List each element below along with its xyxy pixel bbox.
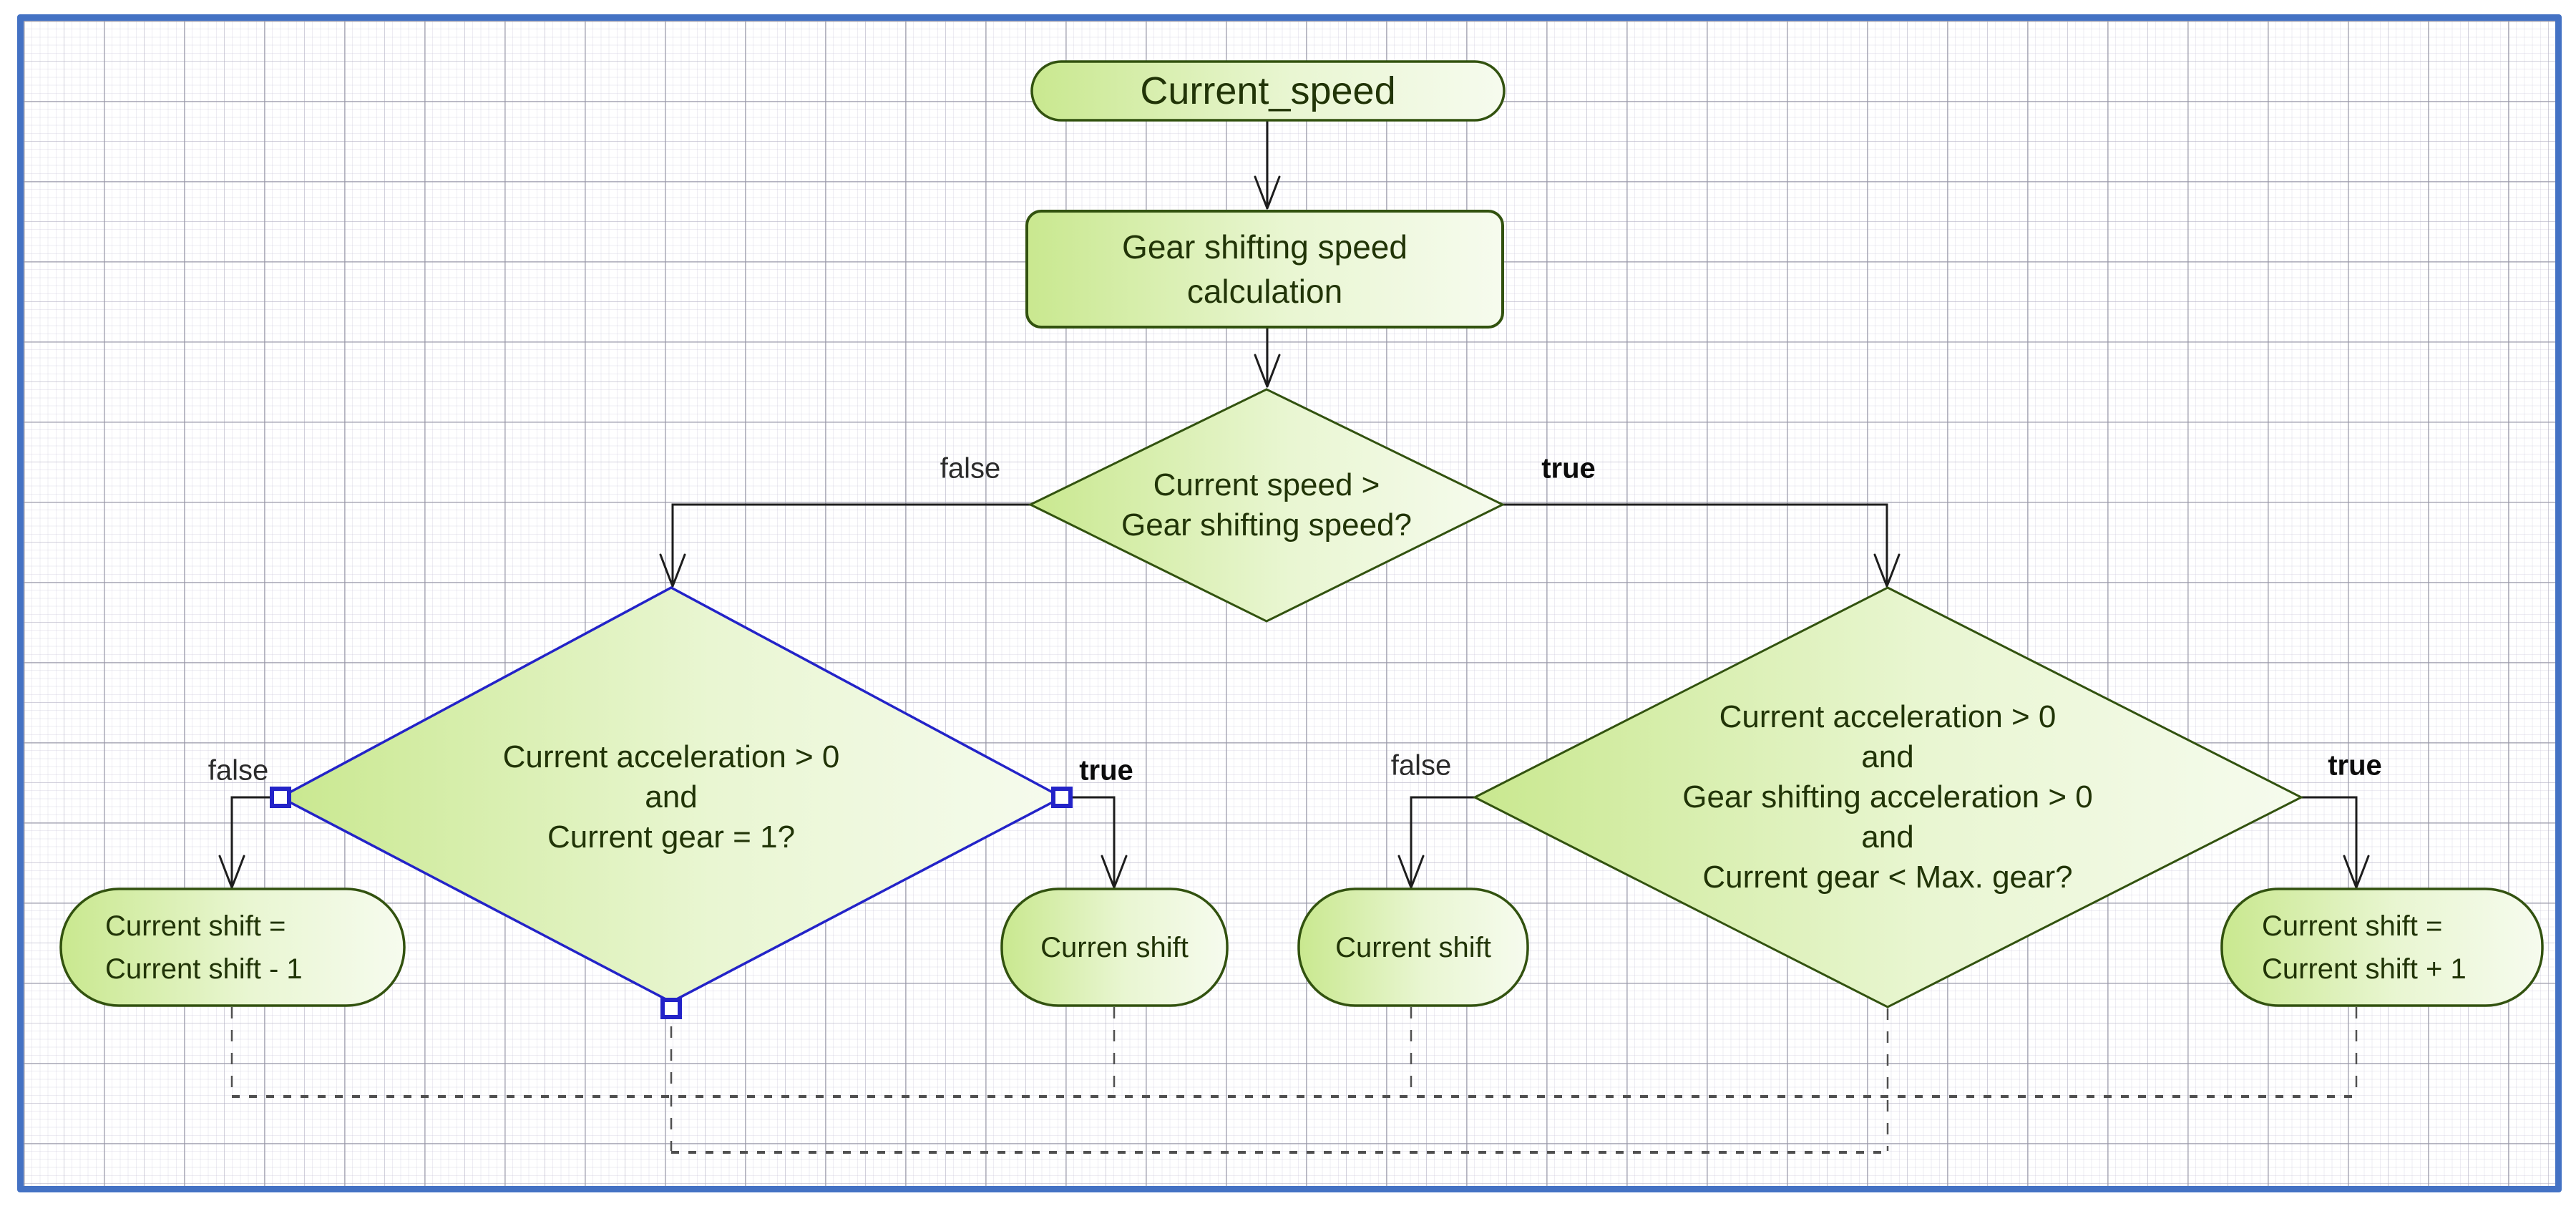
edge-label-downshift-false[interactable]: false (208, 754, 269, 787)
terminal-keep-shift-right-shape[interactable] (1297, 888, 1529, 1007)
terminal-keep-shift-left-shape[interactable] (1000, 888, 1229, 1007)
decision-speed-shape[interactable] (1028, 388, 1506, 623)
connector-downshift-false[interactable] (218, 796, 282, 889)
edge-label-speed-false[interactable]: false (940, 452, 1001, 485)
edge-label-upshift-false[interactable]: false (1390, 749, 1452, 782)
terminal-shift-up-shape[interactable] (2220, 888, 2544, 1007)
selection-handle-bottom[interactable] (660, 998, 682, 1019)
selection-handle-right[interactable] (1051, 787, 1073, 808)
terminal-shift-down-shape[interactable] (59, 888, 406, 1007)
decision-upshift-shape[interactable] (1472, 586, 2304, 1008)
edge-label-speed-true[interactable]: true (1541, 452, 1596, 485)
edge-label-upshift-true[interactable]: true (2328, 749, 2382, 782)
connector-upshift-true[interactable] (2299, 796, 2370, 889)
connector-speed-false[interactable] (659, 503, 1032, 588)
connector-speed-true[interactable] (1501, 503, 1901, 588)
selection-handle-left[interactable] (270, 787, 291, 808)
connector-process-to-decision-speed[interactable] (1254, 327, 1281, 388)
start-node-shape[interactable] (1030, 60, 1506, 122)
connector-downshift-true[interactable] (1060, 796, 1128, 889)
connector-upshift-false[interactable] (1397, 796, 1476, 889)
edge-label-downshift-true[interactable]: true (1079, 754, 1133, 787)
connector-start-to-process[interactable] (1254, 120, 1281, 210)
process-node-shape[interactable] (1025, 210, 1504, 329)
